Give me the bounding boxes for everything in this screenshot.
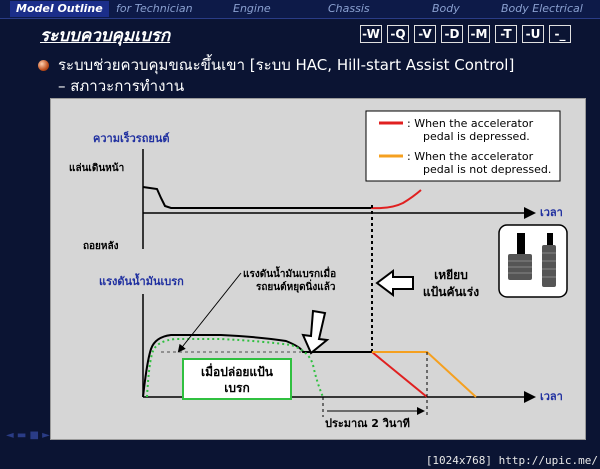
forward-label: แล่นเดินหน้า (69, 162, 124, 174)
pressure-annotation-2: รถยนต์หยุดนิ่งแล้ว (256, 279, 336, 293)
tab-engine[interactable]: Engine (233, 2, 271, 15)
duration-label: ประมาณ 2 วินาที (325, 417, 410, 430)
tab-body-electrical[interactable]: Body Electrical (501, 2, 583, 15)
hac-diagram: : When the accelerator pedal is depresse… (69, 110, 568, 430)
nav-button-m[interactable]: -M (468, 25, 490, 43)
release-brake-box (182, 358, 292, 400)
tab-model-outline[interactable]: Model Outline (10, 1, 109, 17)
subtitle-line-1: ระบบช่วยควบคุมขณะขึ้นเขา [ระบบ HAC, Hill… (58, 56, 515, 74)
speed-curve (142, 186, 371, 209)
legend-red-text-1: : When the accelerator (407, 117, 534, 130)
nav-button-d[interactable]: -D (441, 25, 463, 43)
tab-chassis[interactable]: Chassis (328, 2, 370, 15)
press-accelerator-text-2: แป้นคันเร่ง (423, 285, 479, 299)
release-brake-text-2: เบรก (224, 381, 249, 395)
nav-button-w[interactable]: -W (360, 25, 382, 43)
time-label-speed: เวลา (540, 206, 563, 219)
legend-orange-text-1: : When the accelerator (407, 150, 534, 163)
pressure-release-curve (146, 338, 324, 398)
pressure-drop-accelerated (371, 351, 428, 398)
pressure-annotation-1: แรงดันน้ำมันเบรกเมื่อ (243, 266, 336, 280)
nav-button-v[interactable]: -V (414, 25, 436, 43)
nav-button-underscore[interactable]: -_ (549, 25, 571, 43)
release-brake-text-1: เมื่อปล่อยแป้น (201, 363, 274, 379)
top-nav-bar: Model Outline for Technician Engine Chas… (0, 0, 600, 19)
speed-axis-label: ความเร็วรถยนต์ (93, 131, 169, 145)
nav-button-t[interactable]: -T (495, 25, 517, 43)
press-accelerator-text-1: เหยียบ (434, 268, 468, 282)
hac-diagram-panel: : When the accelerator pedal is depresse… (50, 98, 586, 440)
slide-nav-icons[interactable]: ◄ ▬ ■ ► (6, 430, 50, 441)
bullet-icon (38, 60, 49, 71)
subtitle-line-2: – สภาวะการทำงาน (58, 77, 185, 95)
legend-orange-text-2: pedal is not depressed. (423, 163, 551, 176)
pressure-axis-label: แรงดันน้ำมันเบรก (99, 273, 184, 288)
legend-red-text-2: pedal is depressed. (423, 130, 530, 143)
tab-body[interactable]: Body (432, 2, 460, 15)
pressure-drop-not-accelerated (372, 351, 477, 398)
tab-for-technician[interactable]: for Technician (116, 2, 193, 15)
watermark-text: [1024x768] http://upic.me/ (425, 454, 598, 467)
reverse-label: ถอยหลัง (83, 240, 119, 252)
release-down-arrow-icon (301, 309, 330, 355)
nav-button-q[interactable]: -Q (387, 25, 409, 43)
page-title: ระบบควบคุมเบรก (40, 26, 171, 46)
pressure-curve (142, 334, 372, 398)
pedals-icon (498, 224, 568, 298)
speed-curve-accelerated (370, 189, 422, 210)
pressure-annotation-pointer (177, 272, 242, 353)
nav-button-u[interactable]: -U (522, 25, 544, 43)
time-label-pressure: เวลา (540, 390, 563, 403)
press-left-arrow-icon (375, 269, 414, 297)
